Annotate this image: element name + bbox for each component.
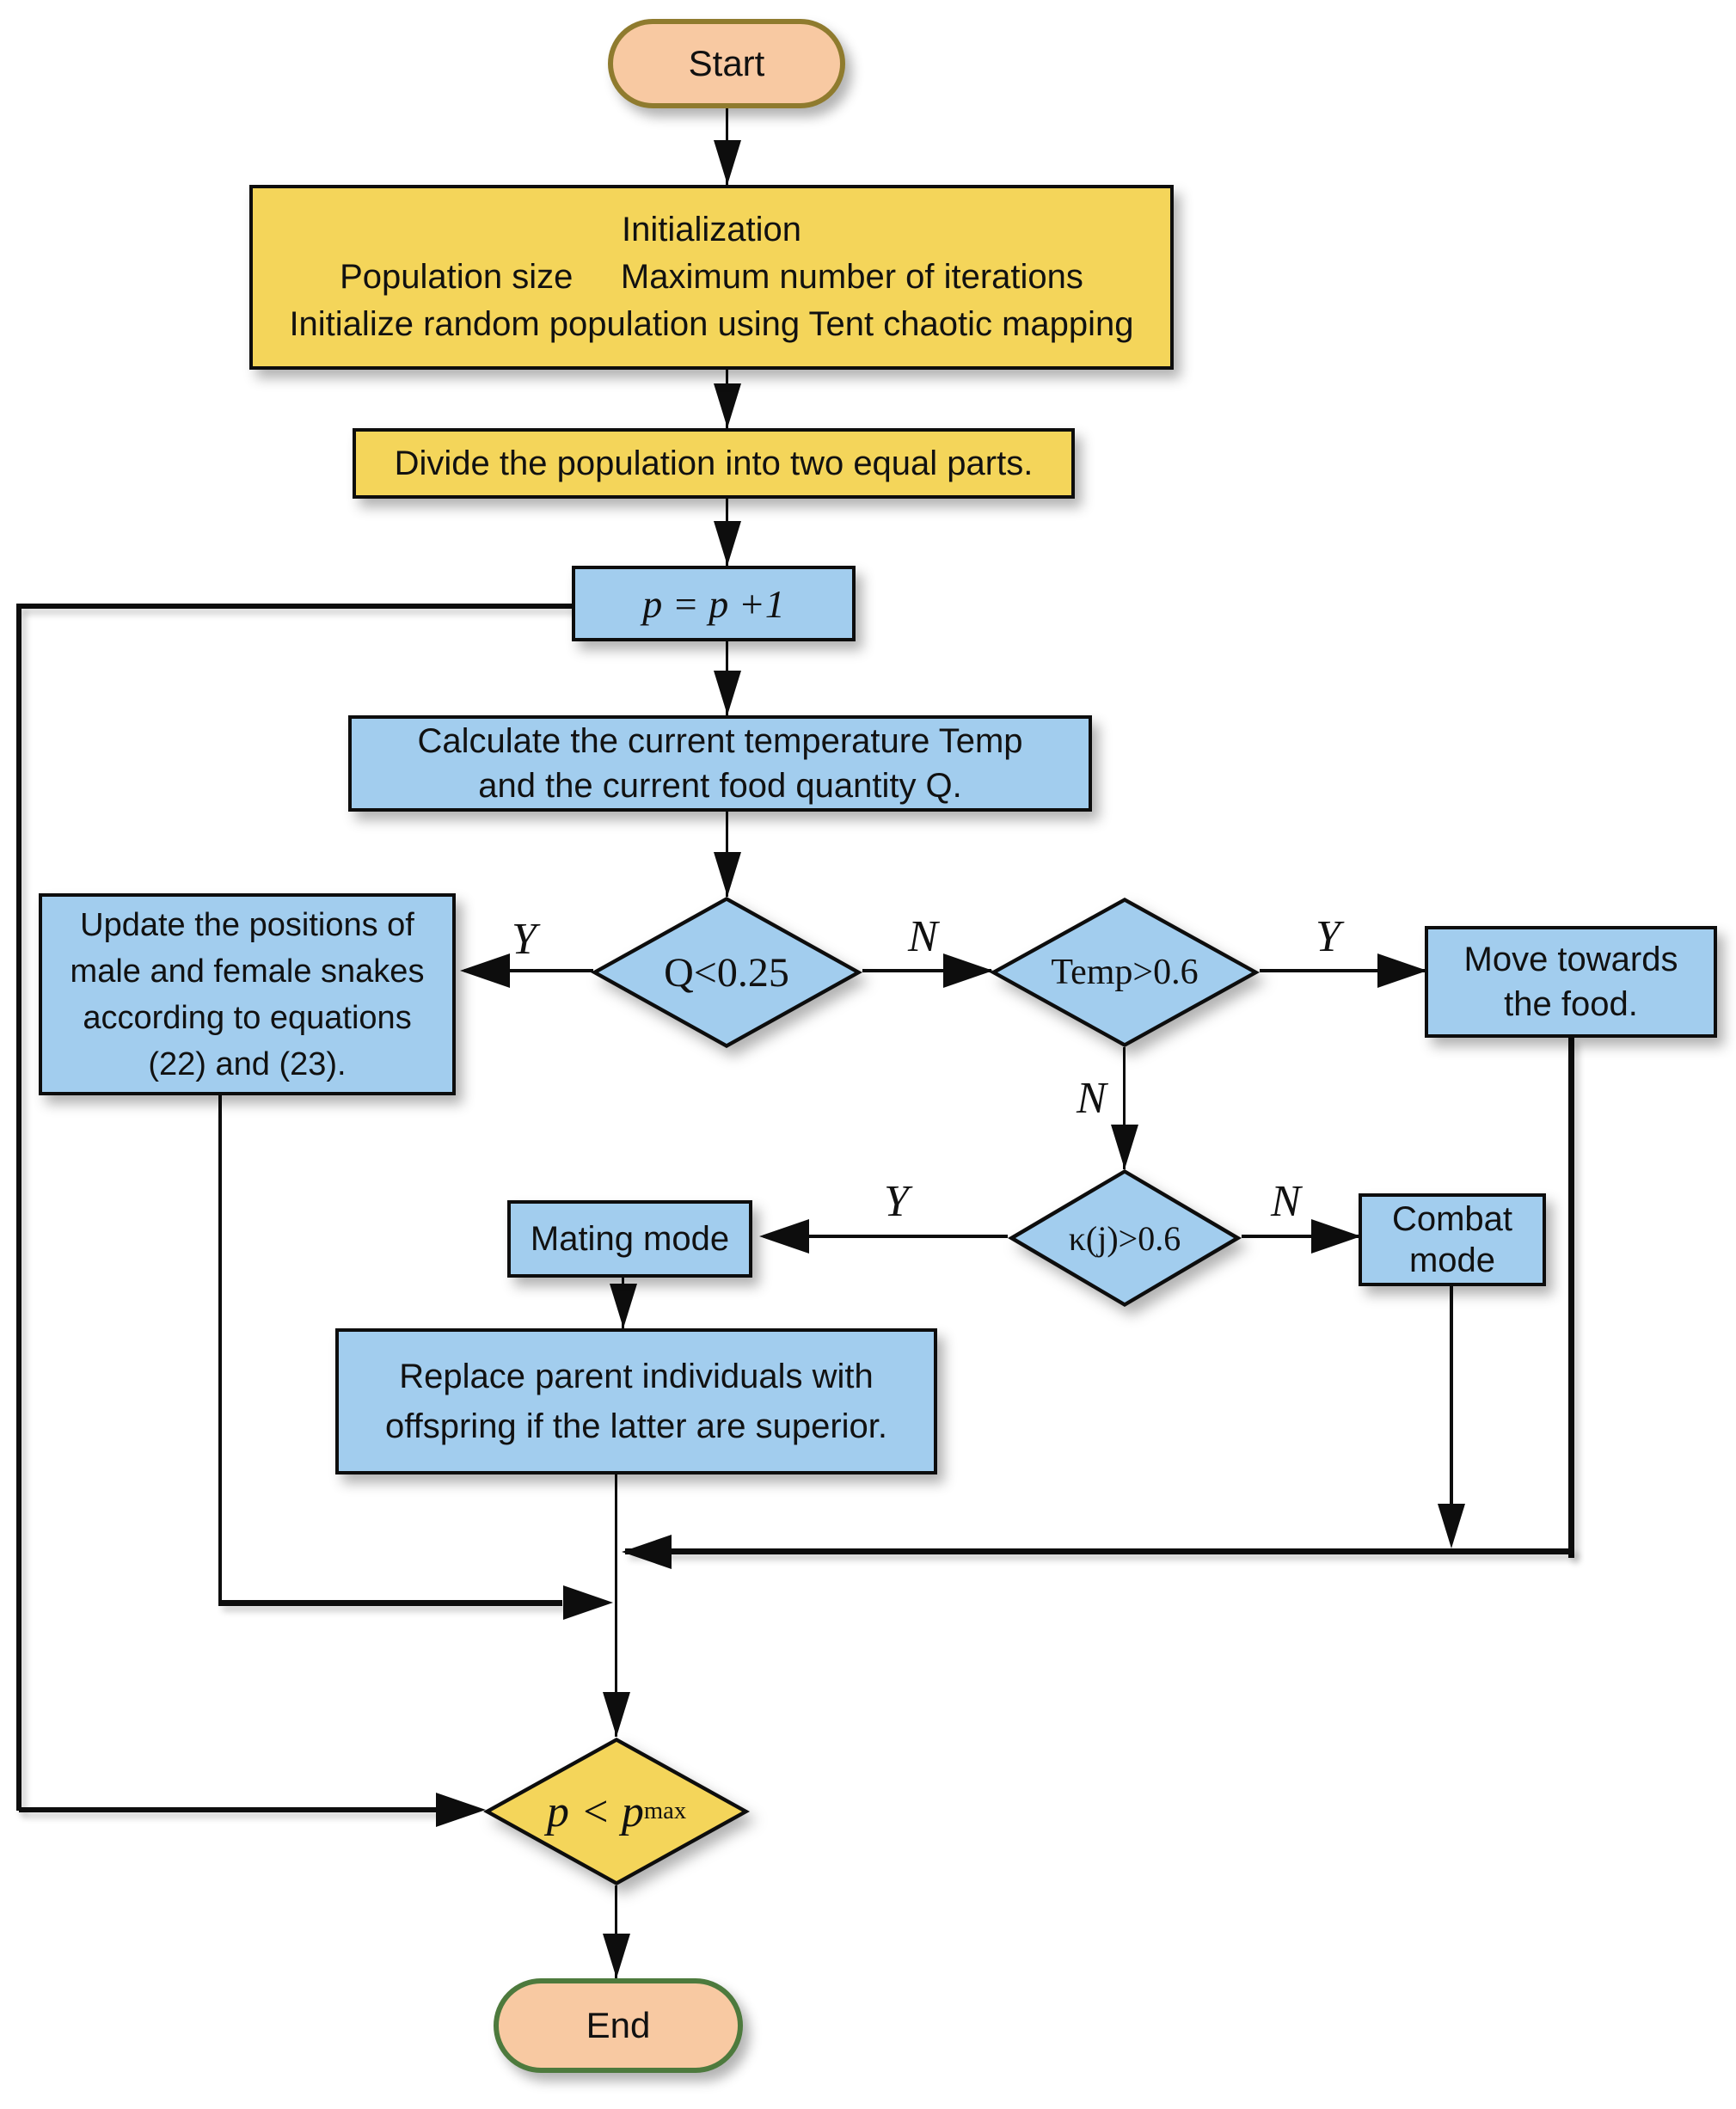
calculate-line: and the current food quantity Q. — [478, 767, 962, 805]
edge-q-no — [862, 969, 991, 972]
edge-q-yes — [464, 969, 593, 972]
arrowhead-qdecision — [714, 852, 741, 897]
edge-move-down — [1568, 1038, 1574, 1558]
arrowhead-merge-left — [563, 1585, 613, 1620]
arrowhead-mating — [759, 1219, 809, 1254]
move-line: the food. — [1504, 985, 1638, 1023]
edge-kappa-yes — [764, 1235, 1008, 1238]
label-kappa-yes: Y — [884, 1177, 909, 1226]
arrowhead-increment — [714, 521, 741, 566]
arrowhead-replace — [610, 1284, 637, 1328]
arrowhead-kappadecision — [1111, 1125, 1138, 1169]
update-line: Update the positions of — [80, 906, 414, 943]
arrowhead-combat — [1311, 1219, 1361, 1254]
edge-replace-pmax — [615, 1474, 617, 1737]
edge-temp-yes — [1260, 969, 1427, 972]
arrowhead-move — [1377, 953, 1427, 988]
calculate-line: Calculate the current temperature Temp — [417, 722, 1023, 760]
label-temp-yes: Y — [1316, 912, 1340, 961]
node-q-decision: Q<0.25 — [591, 897, 862, 1048]
arrowhead-loop-pmax — [436, 1793, 486, 1827]
combat-line: Combat — [1391, 1200, 1513, 1238]
node-start: Start — [608, 19, 845, 108]
node-initialization: Initialization Population size Maximum n… — [249, 185, 1174, 370]
arrowhead-divide — [714, 383, 741, 428]
arrowhead-pmax — [603, 1692, 630, 1737]
pmax-base: p < p — [546, 1787, 644, 1836]
label-q-no: N — [908, 912, 938, 961]
initialization-line: Initialization — [621, 211, 801, 248]
end-label: End — [586, 2005, 651, 2045]
edge-merge-right — [625, 1548, 1574, 1554]
initialization-line: Population size Maximum number of iterat… — [340, 258, 1083, 296]
label-q-yes: Y — [512, 915, 537, 964]
edge-loop-wall — [16, 604, 21, 1811]
arrowhead-calc — [714, 671, 741, 715]
node-increment-p: p = p +1 — [572, 566, 856, 641]
temp-decision-label: Temp>0.6 — [1051, 953, 1199, 992]
arrowhead-update — [460, 953, 510, 988]
edge-merge-left — [218, 1600, 562, 1606]
edge-combat-down — [1450, 1286, 1453, 1510]
q-decision-label: Q<0.25 — [664, 949, 789, 996]
edge-pmax-end — [615, 1885, 617, 1978]
edge-temp-no — [1123, 1047, 1126, 1169]
edge-loop-bottom — [19, 1807, 439, 1812]
node-move-towards-food: Move towards the food. — [1425, 926, 1717, 1038]
arrowhead-tempdecision — [943, 953, 993, 988]
node-end: End — [494, 1978, 743, 2073]
edge-loop-top — [19, 604, 572, 609]
move-line: Move towards — [1463, 941, 1678, 978]
start-label: Start — [688, 43, 765, 83]
mating-label: Mating mode — [530, 1219, 730, 1258]
node-update-positions: Update the positions of male and female … — [39, 893, 456, 1095]
arrowhead-merge-right — [622, 1535, 672, 1569]
arrowhead-init — [714, 140, 741, 185]
node-replace-parents: Replace parent individuals with offsprin… — [335, 1328, 937, 1474]
pmax-subscript: max — [643, 1798, 687, 1824]
replace-line: offspring if the latter are superior. — [384, 1407, 888, 1445]
increment-label: p = p +1 — [642, 581, 785, 626]
label-temp-no: N — [1077, 1074, 1107, 1123]
update-line: male and female snakes — [70, 953, 425, 990]
edge-update-down — [218, 1095, 222, 1606]
node-kappa-decision: κ(j)>0.6 — [1008, 1169, 1242, 1307]
node-combat-mode: Combat mode — [1359, 1193, 1546, 1286]
edge-kappa-no — [1242, 1235, 1359, 1238]
node-calculate-temp: Calculate the current temperature Temp a… — [348, 715, 1092, 812]
divide-label: Divide the population into two equal par… — [394, 444, 1034, 482]
combat-line: mode — [1408, 1241, 1496, 1279]
node-mating-mode: Mating mode — [507, 1200, 752, 1278]
initialization-line: Initialize random population using Tent … — [289, 305, 1134, 343]
node-temp-decision: Temp>0.6 — [990, 898, 1260, 1047]
node-divide-population: Divide the population into two equal par… — [353, 428, 1075, 499]
update-line: according to equations — [83, 999, 412, 1036]
arrowhead-combat-merge — [1438, 1504, 1465, 1548]
replace-line: Replace parent individuals with — [399, 1358, 874, 1395]
kappa-decision-label: κ(j)>0.6 — [1068, 1218, 1181, 1258]
label-kappa-no: N — [1271, 1177, 1301, 1226]
update-line: (22) and (23). — [148, 1045, 347, 1082]
arrowhead-end — [603, 1934, 630, 1978]
